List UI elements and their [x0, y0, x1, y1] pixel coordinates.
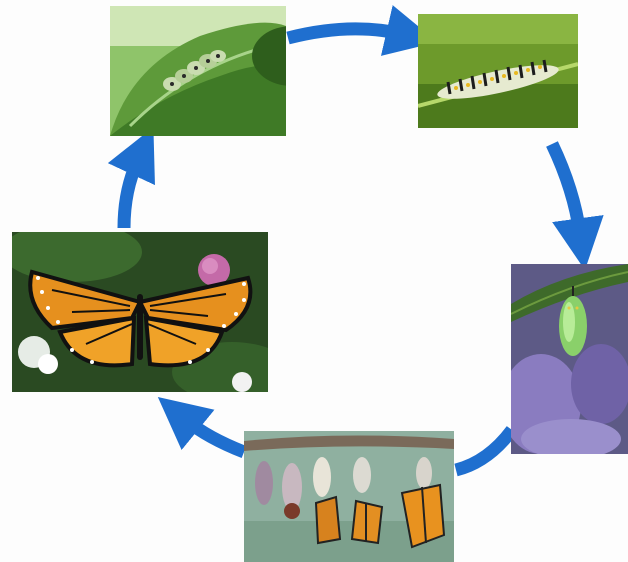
green-chrysalis-hanging-photo-icon: [511, 264, 628, 454]
stage-chrysalis-photo: [511, 264, 628, 454]
arrow-chrysalis-to-emerging: [456, 430, 512, 470]
stage-emerging-photo: [244, 431, 454, 562]
stage-butterfly-photo: [12, 232, 268, 392]
arrow-caterpillar-to-chrysalis: [552, 144, 580, 234]
butterflies-emerging-from-chrysalises-photo-icon: [244, 431, 454, 562]
striped-caterpillar-on-stem-photo-icon: [418, 14, 578, 128]
stage-egg-photo: [110, 6, 286, 136]
arrow-emerging-to-butterfly: [186, 420, 244, 452]
stage-caterpillar-photo: [418, 14, 578, 128]
monarch-butterfly-on-flowers-photo-icon: [12, 232, 268, 392]
arrow-butterfly-to-egg: [124, 160, 138, 228]
arrow-egg-to-caterpillar: [288, 29, 402, 38]
leaf-with-small-larva-photo-icon: [110, 6, 286, 136]
